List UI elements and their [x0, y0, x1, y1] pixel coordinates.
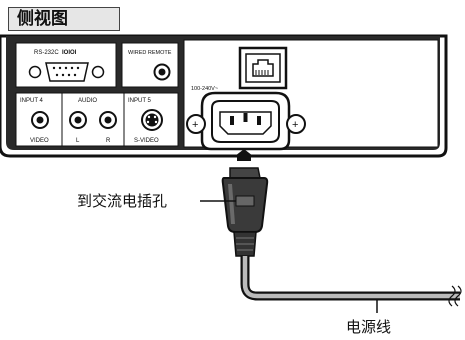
screw-right-icon: +	[292, 119, 298, 131]
svideo-jack[interactable]	[141, 109, 163, 131]
rs232c-port[interactable]	[28, 62, 105, 82]
input4-label: INPUT 4	[20, 98, 44, 104]
power-plug	[221, 167, 269, 257]
audio-label: AUDIO	[78, 98, 97, 104]
video-label: VIDEO	[30, 138, 49, 144]
video-jack[interactable]	[31, 111, 49, 129]
plug-callout-label: 到交流电插孔	[77, 192, 168, 210]
power-cord	[242, 256, 460, 299]
lan-port[interactable]	[238, 46, 288, 90]
audio-r-label: R	[106, 138, 111, 144]
wired-remote-box	[121, 42, 179, 88]
audio-l-label: L	[76, 138, 80, 144]
ac-inlet[interactable]: + +	[186, 91, 306, 151]
screw-left-icon: +	[192, 119, 198, 131]
input5-label: INPUT 5	[128, 98, 152, 104]
audio-r-jack[interactable]	[99, 111, 117, 129]
wired-remote-label: WIRED REMOTE	[128, 50, 172, 56]
rs232c-symbol: IOIOI	[62, 50, 77, 56]
wired-remote-jack[interactable]	[153, 63, 171, 81]
audio-l-jack[interactable]	[69, 111, 87, 129]
power-cord-outline	[240, 256, 460, 301]
rs232c-label: RS-232C	[34, 50, 59, 56]
voltage-label: 100-240V~	[191, 86, 218, 92]
svideo-label: S-VIDEO	[134, 138, 159, 144]
page-title: 侧视图	[8, 7, 120, 31]
cord-callout-label: 电源线	[346, 318, 392, 336]
cord-break-mark	[448, 285, 456, 307]
insert-arrow-icon	[235, 149, 253, 161]
